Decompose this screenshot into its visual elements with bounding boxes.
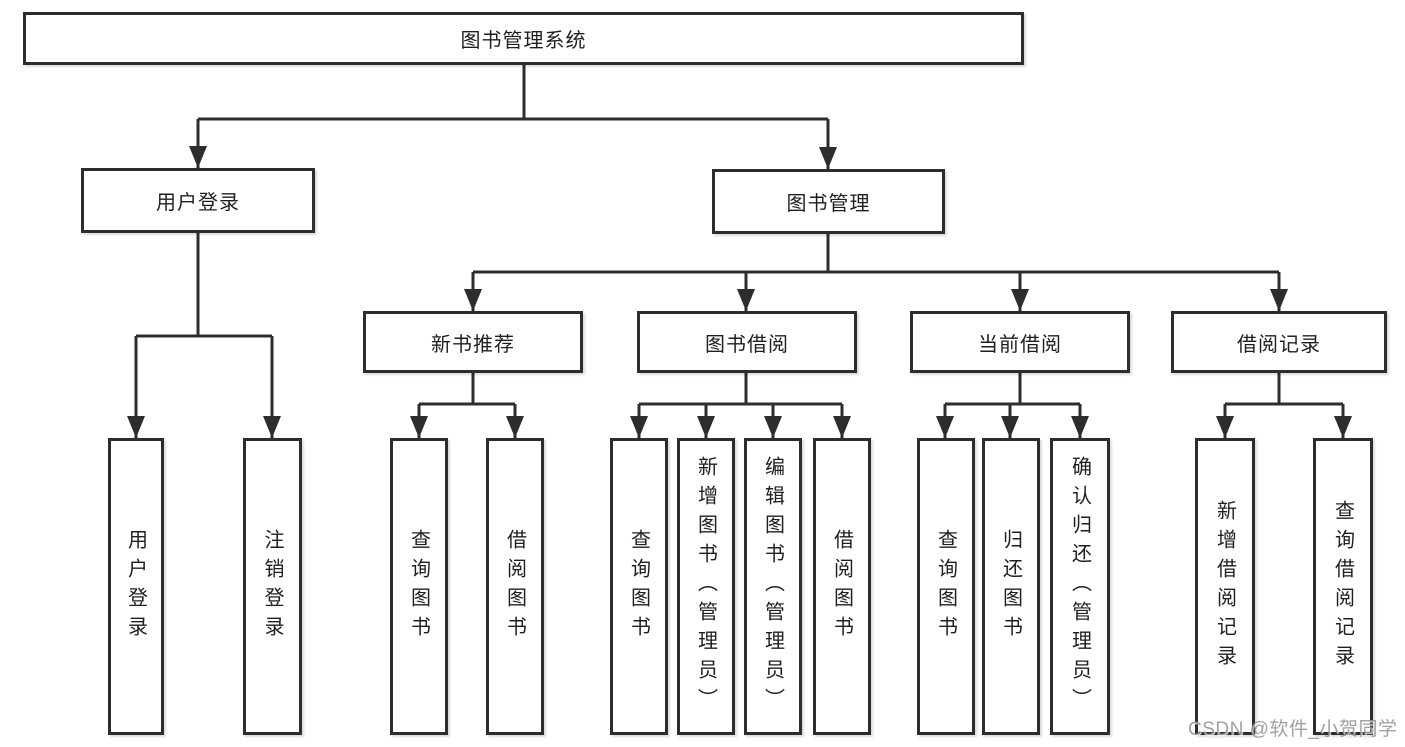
node-leaf-add-borrow-record: 新增借阅记录	[1195, 438, 1255, 735]
node-book-management: 图书管理	[712, 169, 945, 234]
node-new-book-recommend: 新书推荐	[363, 311, 583, 373]
node-leaf-confirm-return-admin: 确认归还（管理员）	[1050, 438, 1110, 735]
node-label: 查询借阅记录	[1331, 499, 1354, 674]
connector-current-borrow-to-leaves	[936, 373, 1089, 438]
node-leaf-borrow-books-borrow: 借阅图书	[813, 438, 871, 735]
node-label: 图书借阅	[705, 333, 789, 356]
node-label: 用户登录	[124, 528, 147, 645]
node-library-management-system: 图书管理系统	[23, 12, 1024, 65]
node-label: 图书管理	[786, 193, 871, 215]
node-borrow-records: 借阅记录	[1171, 311, 1387, 373]
node-label: 确认归还（管理员）	[1068, 456, 1091, 717]
node-leaf-borrow-books-recommend: 借阅图书	[486, 438, 544, 735]
node-leaf-edit-book-admin: 编辑图书（管理员）	[744, 438, 802, 735]
node-leaf-query-books-recommend: 查询图书	[390, 438, 448, 735]
csdn-watermark: CSDN @软件_小贺同学	[1188, 719, 1398, 740]
connector-new-book-recommend-to-leaves	[410, 373, 524, 438]
node-label: 查询图书	[627, 528, 650, 645]
node-label: 当前借阅	[978, 333, 1062, 356]
node-label: 新增借阅记录	[1213, 499, 1236, 674]
node-leaf-query-books-current: 查询图书	[917, 438, 975, 735]
node-current-borrow: 当前借阅	[910, 311, 1130, 373]
node-leaf-logout: 注销登录	[243, 438, 302, 735]
node-label: 查询图书	[934, 528, 957, 645]
node-book-borrow: 图书借阅	[637, 311, 857, 373]
node-label: 图书管理系统	[460, 30, 587, 52]
node-leaf-return-book: 归还图书	[982, 438, 1040, 735]
node-label: 新增图书（管理员）	[694, 456, 717, 717]
node-label: 借阅图书	[830, 528, 853, 645]
node-leaf-user-login: 用户登录	[108, 438, 164, 735]
node-label: 注销登录	[261, 528, 283, 645]
connector-root-to-level2	[189, 65, 837, 169]
node-label: 编辑图书（管理员）	[761, 456, 784, 717]
connector-borrow-records-to-leaves	[1216, 373, 1352, 438]
connector-book-management-to-level3	[464, 234, 1288, 311]
node-label: 查询图书	[407, 528, 430, 645]
node-leaf-add-book-admin: 新增图书（管理员）	[677, 438, 735, 735]
connector-user-login-to-leaves	[127, 233, 281, 438]
connector-book-borrow-to-leaves	[630, 373, 851, 438]
node-label: 借阅图书	[503, 528, 526, 645]
node-leaf-query-books-borrow: 查询图书	[610, 438, 668, 735]
node-label: 借阅记录	[1237, 333, 1321, 356]
node-label: 用户登录	[156, 192, 240, 214]
node-label: 归还图书	[999, 528, 1022, 645]
node-leaf-query-borrow-record: 查询借阅记录	[1313, 438, 1373, 735]
node-user-login: 用户登录	[81, 168, 315, 233]
node-label: 新书推荐	[431, 333, 515, 356]
